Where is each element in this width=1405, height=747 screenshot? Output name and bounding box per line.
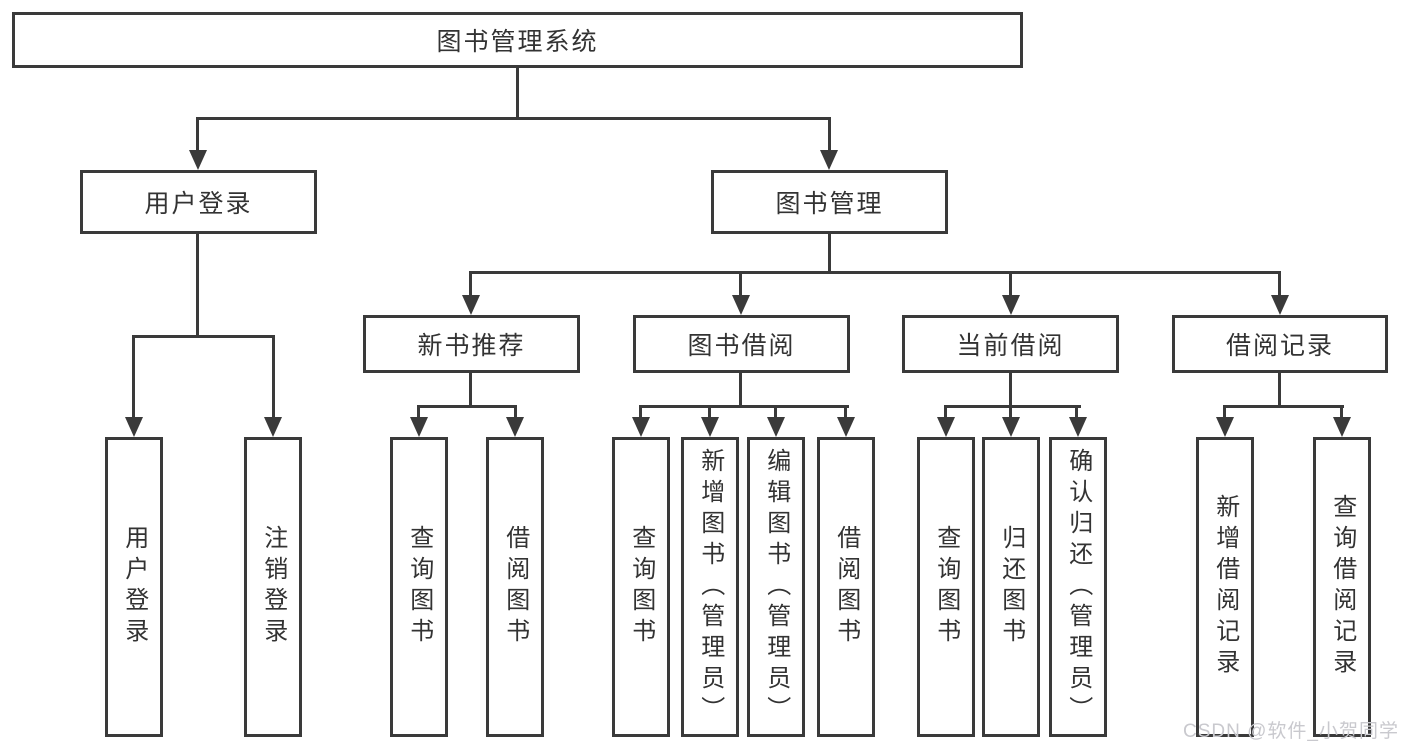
connector-line [1340, 405, 1343, 419]
connector-line [1009, 373, 1012, 408]
node-label: 借阅图书 [501, 525, 529, 649]
connector-line [739, 271, 742, 297]
leaf-query-books-borrowing: 查询图书 [612, 437, 670, 737]
node-current-borrowing: 当前借阅 [902, 315, 1119, 373]
arrowhead-down-icon [462, 295, 480, 315]
node-label: 编辑图书（管理员） [762, 447, 790, 727]
node-label: 图书管理 [775, 190, 884, 218]
node-label: 注销登录 [259, 525, 287, 649]
arrowhead-down-icon [1069, 417, 1087, 437]
connector-line [196, 234, 199, 338]
connector-line [944, 405, 1081, 408]
node-label: 新增图书（管理员） [696, 447, 724, 727]
node-label: 查询图书 [932, 525, 960, 649]
node-label: 借阅图书 [832, 525, 860, 649]
arrowhead-down-icon [1002, 295, 1020, 315]
node-label: 查询图书 [405, 525, 433, 649]
connector-line [1075, 405, 1078, 419]
arrowhead-down-icon [189, 150, 207, 170]
leaf-borrow-books-recommend: 借阅图书 [486, 437, 544, 737]
node-label: 用户登录 [144, 190, 253, 218]
arrowhead-down-icon [1271, 295, 1289, 315]
connector-line [739, 373, 742, 408]
arrowhead-down-icon [125, 417, 143, 437]
connector-line [708, 405, 711, 419]
node-label: 新书推荐 [417, 332, 526, 360]
node-label: 当前借阅 [956, 332, 1065, 360]
connector-line [1278, 373, 1281, 408]
node-borrowing-records: 借阅记录 [1172, 315, 1388, 373]
leaf-query-borrow-record: 查询借阅记录 [1313, 437, 1371, 737]
leaf-add-borrow-record: 新增借阅记录 [1196, 437, 1254, 737]
node-library-management-system: 图书管理系统 [12, 12, 1023, 68]
arrowhead-down-icon [732, 295, 750, 315]
node-user-login: 用户登录 [80, 170, 317, 234]
csdn-watermark: CSDN @软件_小贺同学 [1183, 721, 1399, 742]
connector-line [774, 405, 777, 419]
connector-line [639, 405, 642, 419]
node-new-book-recommend: 新书推荐 [363, 315, 580, 373]
arrowhead-down-icon [410, 417, 428, 437]
connector-line [469, 271, 472, 297]
connector-line [417, 405, 420, 419]
connector-line [132, 335, 275, 338]
connector-line [469, 271, 1281, 274]
arrowhead-down-icon [767, 417, 785, 437]
node-label: 借阅记录 [1225, 332, 1334, 360]
node-label: 图书管理系统 [436, 28, 599, 56]
leaf-borrow-books-borrowing: 借阅图书 [817, 437, 875, 737]
connector-line [1278, 271, 1281, 297]
node-book-borrowing: 图书借阅 [633, 315, 850, 373]
arrowhead-down-icon [820, 150, 838, 170]
arrowhead-down-icon [937, 417, 955, 437]
connector-line [132, 335, 135, 418]
connector-line [1223, 405, 1344, 408]
arrowhead-down-icon [1216, 417, 1234, 437]
arrowhead-down-icon [837, 417, 855, 437]
connector-line [639, 405, 849, 408]
leaf-query-books-current: 查询图书 [917, 437, 975, 737]
connector-line [196, 117, 199, 153]
connector-line [469, 373, 472, 408]
arrowhead-down-icon [264, 417, 282, 437]
connector-line [516, 68, 519, 118]
connector-line [514, 405, 517, 419]
leaf-add-book-admin: 新增图书（管理员） [681, 437, 739, 737]
connector-line [1009, 271, 1012, 297]
connector-line [828, 234, 831, 273]
arrowhead-down-icon [632, 417, 650, 437]
connector-line [844, 405, 847, 419]
connector-line [944, 405, 947, 419]
connector-line [828, 117, 831, 153]
leaf-confirm-return-admin: 确认归还（管理员） [1049, 437, 1107, 737]
node-label: 图书借阅 [687, 332, 796, 360]
leaf-user-login: 用户登录 [105, 437, 163, 737]
node-label: 用户登录 [120, 525, 148, 649]
node-label: 查询图书 [627, 525, 655, 649]
leaf-logout: 注销登录 [244, 437, 302, 737]
arrowhead-down-icon [1333, 417, 1351, 437]
connector-line [272, 335, 275, 418]
leaf-return-book: 归还图书 [982, 437, 1040, 737]
node-book-management: 图书管理 [711, 170, 948, 234]
arrowhead-down-icon [506, 417, 524, 437]
arrowhead-down-icon [1002, 417, 1020, 437]
connector-line [196, 117, 831, 120]
connector-line [1223, 405, 1226, 419]
connector-line [417, 405, 517, 408]
leaf-edit-book-admin: 编辑图书（管理员） [747, 437, 805, 737]
node-label: 查询借阅记录 [1328, 494, 1356, 680]
node-label: 新增借阅记录 [1211, 494, 1239, 680]
node-label: 归还图书 [997, 525, 1025, 649]
connector-line [1009, 405, 1012, 419]
arrowhead-down-icon [701, 417, 719, 437]
leaf-query-books-recommend: 查询图书 [390, 437, 448, 737]
node-label: 确认归还（管理员） [1064, 447, 1092, 727]
